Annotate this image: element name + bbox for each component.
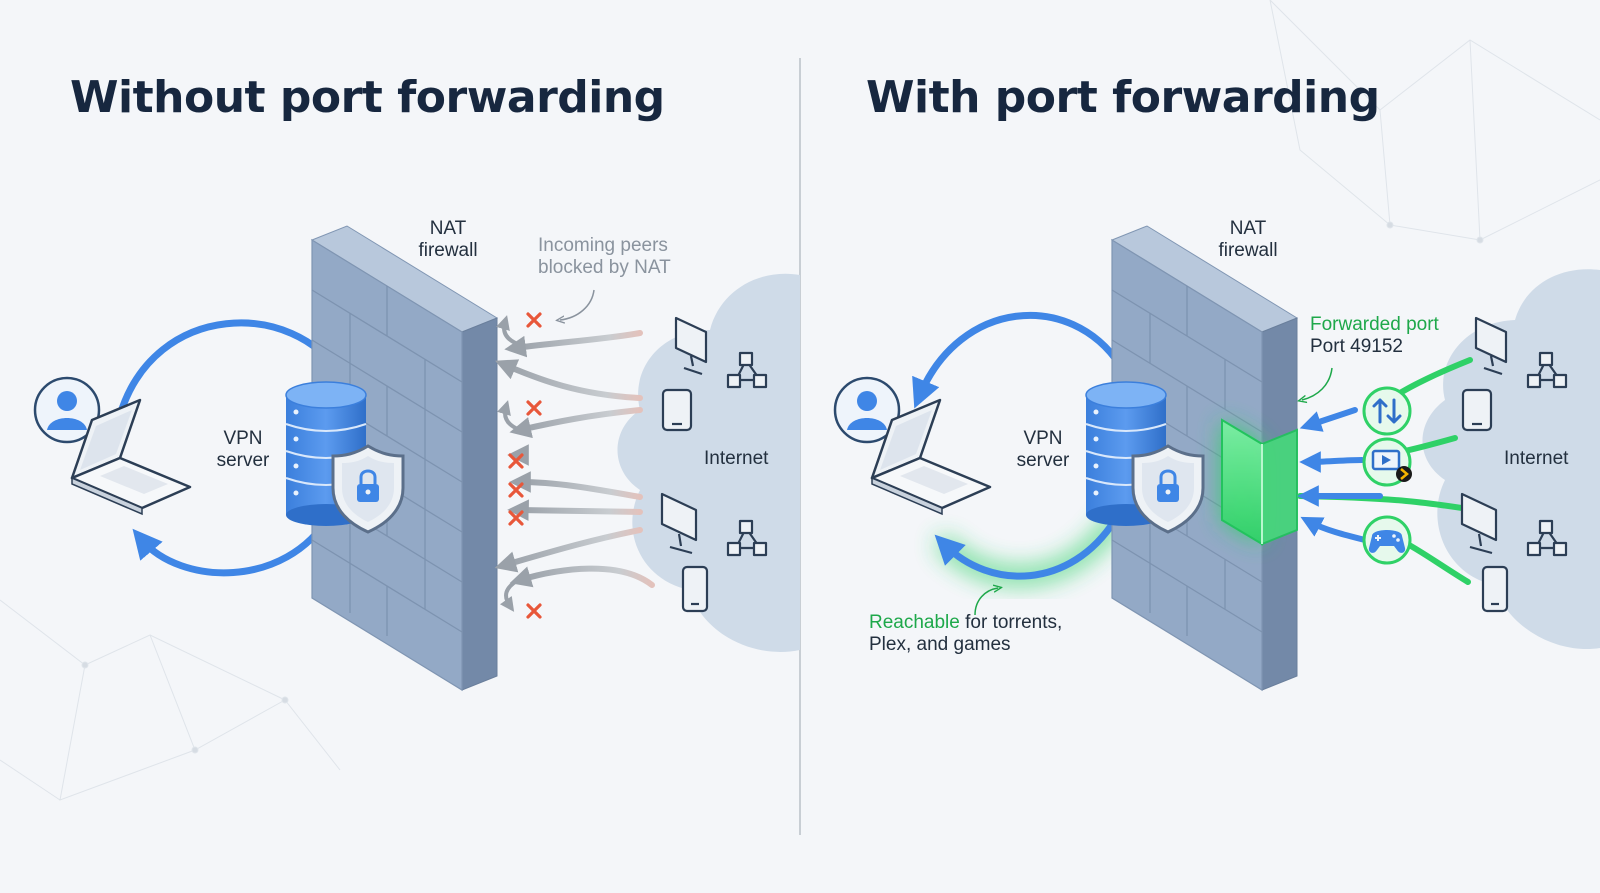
incoming-blue-arrow <box>1300 516 1368 543</box>
internet-label-left: Internet <box>704 448 769 469</box>
internet-label-right: Internet <box>1504 448 1569 469</box>
incoming-arrow <box>504 330 643 358</box>
vpn-loop-arrow-top-right <box>912 311 1124 409</box>
forwarded-port-pointer <box>1302 367 1333 400</box>
user-avatar-icon-left <box>33 376 101 444</box>
incoming-arrow <box>494 527 643 573</box>
nat-firewall-label-right: NAT firewall <box>1218 218 1278 261</box>
reachable-note: Reachable for torrents, Plex, and games <box>869 612 1063 655</box>
blocked-x-icon <box>508 510 524 526</box>
blocked-note-pointer <box>560 289 595 320</box>
incoming-arrow <box>509 407 643 439</box>
gamepad-icon <box>1362 515 1412 565</box>
vpn-server-label-right: VPN server <box>1016 428 1070 471</box>
vpn-loop-arrow-bottom-right <box>934 516 1119 580</box>
left-panel-title: Without port forwarding <box>70 72 665 123</box>
internet-cloud-left <box>617 273 800 652</box>
media-play-icon <box>1362 437 1412 487</box>
incoming-blue-arrow <box>1299 451 1365 473</box>
blocked-arrows-left <box>494 330 655 588</box>
bounce-arrows-left <box>496 315 522 612</box>
internet-devices-right <box>1460 316 1568 613</box>
laptop-icon-left <box>70 398 192 516</box>
monitor-icon <box>1460 492 1498 555</box>
monitor-icon <box>1474 316 1508 376</box>
transfer-arrows-icon <box>1362 386 1412 436</box>
monitor-icon <box>674 316 708 376</box>
incoming-blue-arrow <box>1299 407 1358 432</box>
tablet-icon <box>1461 388 1493 432</box>
blocked-x-icons <box>508 312 542 619</box>
blocked-x-icon <box>526 603 542 619</box>
incoming-arrows-right <box>1297 357 1478 585</box>
network-nodes-icon <box>1526 519 1568 557</box>
blocked-x-icon <box>508 482 524 498</box>
background-mesh <box>0 0 1600 801</box>
network-nodes-icon <box>726 351 768 389</box>
phone-icon <box>681 565 709 613</box>
reachable-word: Reachable <box>869 612 960 633</box>
forwarded-port-label: Forwarded port Port 49152 <box>1310 314 1439 357</box>
blocked-x-icon <box>526 312 542 328</box>
vpn-loop-arrow-bottom-left <box>132 511 334 577</box>
service-badges <box>1362 386 1412 565</box>
forwarded-port-opening <box>1221 418 1298 546</box>
blocked-x-icon <box>508 453 524 469</box>
internet-devices-left <box>660 316 768 613</box>
incoming-arrow <box>509 471 643 500</box>
blocked-x-icon <box>526 400 542 416</box>
blocked-note: Incoming peers blocked by NAT <box>538 235 671 278</box>
reachable-pointer <box>974 588 998 616</box>
incoming-arrow <box>495 359 643 401</box>
incoming-arrow <box>507 499 643 521</box>
monitor-icon <box>660 492 698 555</box>
nat-firewall-label-left: NAT firewall <box>418 218 478 261</box>
database-icon-right <box>1085 381 1167 526</box>
tablet-icon <box>661 388 693 432</box>
network-nodes-icon <box>1526 351 1568 389</box>
phone-icon <box>1481 565 1509 613</box>
incoming-arrow <box>509 565 655 588</box>
user-avatar-icon-right <box>833 376 901 444</box>
shield-lock-icon-right <box>1131 444 1205 534</box>
laptop-icon-right <box>870 398 992 516</box>
right-panel-title: With port forwarding <box>866 72 1380 123</box>
shield-lock-icon-left <box>331 444 405 534</box>
vpn-server-label-left: VPN server <box>216 428 270 471</box>
network-nodes-icon <box>726 519 768 557</box>
